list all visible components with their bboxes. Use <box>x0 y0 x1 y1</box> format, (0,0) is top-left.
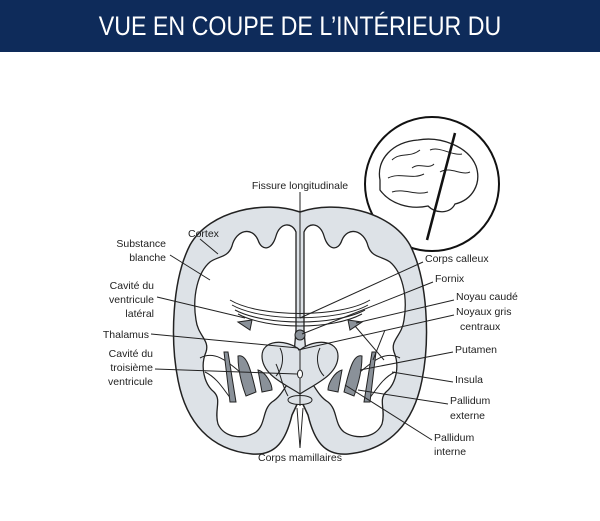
label-pallidum-externe-1: Pallidum <box>450 395 491 407</box>
label-ventricule-lateral-1: Cavité du <box>110 280 155 292</box>
coronal-section <box>172 196 428 455</box>
inset-brain-icon <box>364 116 500 252</box>
label-pallidum-interne-1: Pallidum <box>434 432 475 444</box>
label-substance-blanche-2: blanche <box>129 252 166 264</box>
label-fissure-longitudinale: Fissure longitudinale <box>252 180 348 192</box>
label-noyaux-gris-1: Noyaux gris <box>456 306 511 318</box>
label-noyau-caude: Noyau caudé <box>456 291 518 303</box>
label-troisieme-ventricule-1: Cavité du <box>109 348 154 360</box>
label-fornix: Fornix <box>435 273 465 285</box>
label-substance-blanche-1: Substance <box>116 238 166 250</box>
label-ventricule-lateral-3: latéral <box>125 308 154 320</box>
label-cortex: Cortex <box>188 228 220 240</box>
label-pallidum-externe-2: externe <box>450 410 485 422</box>
label-troisieme-ventricule-2: troisième <box>110 362 153 374</box>
label-insula: Insula <box>455 374 483 386</box>
label-noyaux-gris-2: centraux <box>460 321 501 333</box>
page-title: VUE EN COUPE DE L’INTÉRIEUR DU CERVEAU <box>0 0 600 93</box>
label-corps-calleux: Corps calleux <box>425 253 489 265</box>
leader-lines <box>150 192 455 449</box>
label-ventricule-lateral-2: ventricule <box>109 294 154 306</box>
label-putamen: Putamen <box>455 344 497 356</box>
label-corps-mamillaires: Corps mamillaires <box>258 452 342 464</box>
label-pallidum-interne-2: interne <box>434 446 466 458</box>
label-thalamus: Thalamus <box>103 329 149 341</box>
label-troisieme-ventricule-3: ventricule <box>108 376 153 388</box>
